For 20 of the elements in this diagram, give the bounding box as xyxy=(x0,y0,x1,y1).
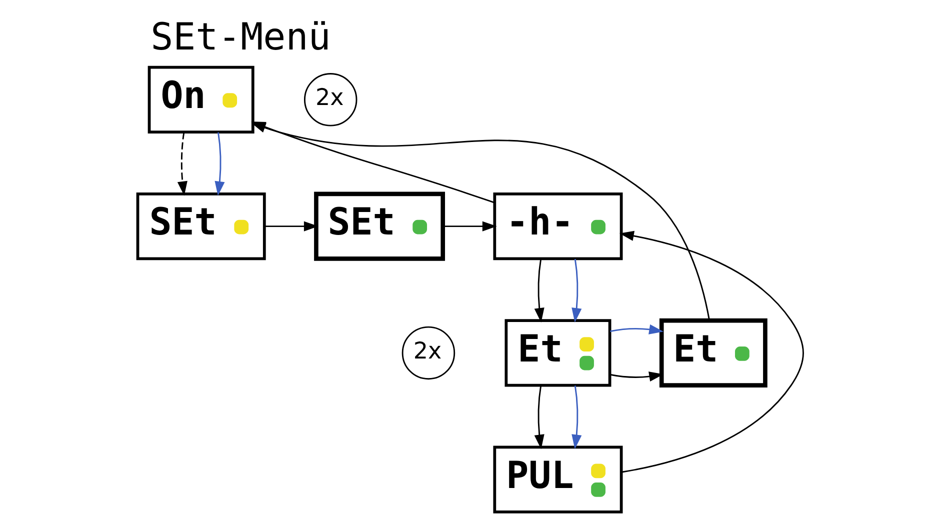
node-circle: 2x xyxy=(401,326,455,380)
node-box: On xyxy=(147,66,254,134)
arrow xyxy=(618,230,804,473)
node-circle: 2x xyxy=(303,73,357,126)
arrow xyxy=(442,221,496,232)
arrow xyxy=(214,132,224,196)
node-box: SEt xyxy=(314,192,445,261)
arrow xyxy=(571,258,582,322)
node-box: -h- xyxy=(492,192,622,260)
diagram-title: SEt-Menü xyxy=(150,14,330,59)
arrow xyxy=(264,221,318,232)
arrow xyxy=(610,324,664,334)
arrow xyxy=(571,386,582,450)
node-box: SEt xyxy=(136,192,266,260)
arrow xyxy=(534,258,544,322)
node-box: Et xyxy=(504,319,611,387)
node-box: PUL xyxy=(492,446,622,514)
arrow xyxy=(534,386,544,450)
arrow xyxy=(176,132,187,196)
node-box: Et xyxy=(658,318,767,388)
